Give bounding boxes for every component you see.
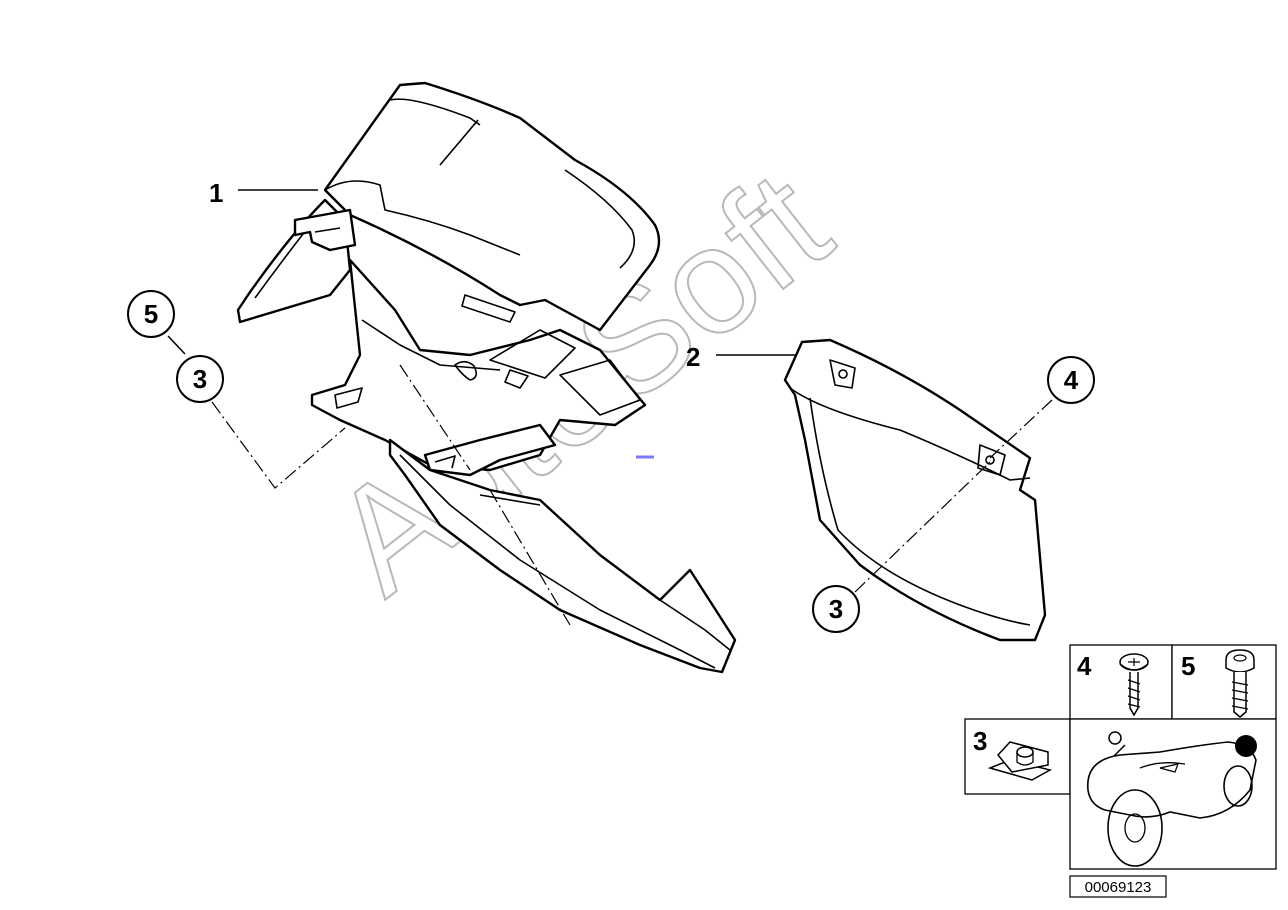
callout-4[interactable]: 4 bbox=[1047, 356, 1095, 404]
reference-number: 00069123 bbox=[1069, 875, 1167, 898]
location-dot bbox=[1235, 735, 1257, 757]
svg-text:00069123: 00069123 bbox=[1085, 879, 1152, 896]
callout-3-right[interactable]: 3 bbox=[812, 585, 860, 633]
svg-text:4: 4 bbox=[1064, 365, 1079, 395]
callout-5[interactable]: 5 bbox=[127, 290, 175, 338]
svg-text:4: 4 bbox=[1077, 651, 1092, 681]
legend-screw-5[interactable]: 5 bbox=[1171, 644, 1277, 720]
svg-text:5: 5 bbox=[144, 299, 158, 329]
callout-3-left[interactable]: 3 bbox=[176, 355, 224, 403]
svg-text:3: 3 bbox=[829, 594, 843, 624]
svg-text:3: 3 bbox=[193, 364, 207, 394]
motorcycle-icon bbox=[1087, 731, 1257, 867]
side-panel-part-2[interactable] bbox=[783, 338, 1047, 642]
part-2-label: 2 bbox=[686, 342, 700, 372]
legend: 4 5 3 bbox=[964, 644, 1277, 870]
part-1-label: 1 bbox=[209, 178, 223, 208]
speed-nut-icon bbox=[987, 741, 1053, 781]
fairing-part-1[interactable] bbox=[236, 81, 737, 674]
screw-4-icon bbox=[1119, 653, 1149, 717]
legend-clip-3[interactable]: 3 bbox=[964, 718, 1071, 795]
svg-text:3: 3 bbox=[973, 726, 987, 756]
svg-text:5: 5 bbox=[1181, 651, 1195, 681]
screw-5-icon bbox=[1225, 649, 1255, 718]
motorcycle-locator bbox=[1069, 718, 1277, 870]
legend-screw-4[interactable]: 4 bbox=[1069, 644, 1173, 720]
leader-lines bbox=[167, 189, 1053, 626]
